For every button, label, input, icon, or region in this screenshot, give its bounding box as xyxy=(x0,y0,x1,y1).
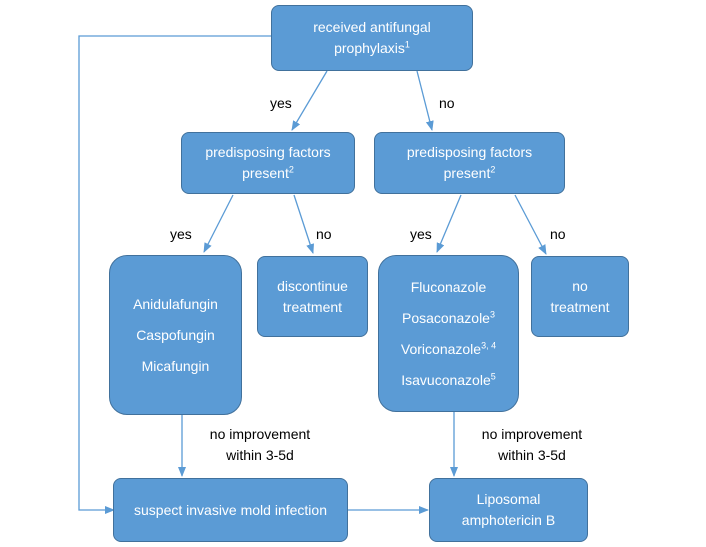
node-right-factors-text: predisposing factors present xyxy=(406,144,533,181)
node-right-factors: predisposing factors present2 xyxy=(374,132,565,194)
label-root-yes: yes xyxy=(270,95,292,111)
label-root-no: no xyxy=(439,95,455,111)
drug-item: Voriconazole3, 4 xyxy=(400,339,497,357)
arrow-root-no xyxy=(416,70,434,131)
node-root: received antifungal prophylaxis1 xyxy=(271,5,473,71)
arrow-root-yes xyxy=(291,70,328,131)
node-discontinue-text: discontinue treatment xyxy=(277,277,348,315)
arrow-root-to-suspect xyxy=(78,35,272,514)
drug-item: Anidulafungin xyxy=(133,295,218,312)
node-discontinue-treatment: discontinue treatment xyxy=(257,256,368,337)
arrow-right-yes xyxy=(436,194,462,253)
label-no-improvement-right: no improvement within 3-5d xyxy=(481,426,583,463)
drug-item: Caspofungin xyxy=(136,326,215,343)
arrow-left-yes xyxy=(203,194,234,253)
node-no-treatment-text: no treatment xyxy=(550,277,610,315)
label-left-yes: yes xyxy=(170,226,192,242)
node-left-factors-text: predisposing factors present xyxy=(205,144,331,181)
node-no-treatment: no treatment xyxy=(531,256,629,337)
drug-item: Fluconazole xyxy=(410,278,487,295)
footnote-marker: 2 xyxy=(490,164,496,175)
label-no-improvement-left: no improvement within 3-5d xyxy=(209,426,311,463)
arrow-left-no xyxy=(293,194,314,254)
node-root-text: received antifungal prophylaxis xyxy=(313,19,431,56)
node-liposomal-amphotericin: Liposomal amphotericin B xyxy=(429,478,588,542)
drug-item: Micafungin xyxy=(141,357,210,374)
node-azoles: Fluconazole Posaconazole3 Voriconazole3,… xyxy=(378,255,519,412)
label-right-yes: yes xyxy=(410,226,432,242)
node-echinocandins: Anidulafungin Caspofungin Micafungin xyxy=(109,255,242,415)
node-suspect-mold-infection: suspect invasive mold infection xyxy=(113,478,348,542)
footnote-marker: 1 xyxy=(404,39,410,50)
label-left-no: no xyxy=(316,226,332,242)
drug-item: Posaconazole3 xyxy=(402,308,495,326)
drug-item: Isavuconazole5 xyxy=(401,370,496,388)
label-right-no: no xyxy=(550,226,566,242)
node-left-factors: predisposing factors present2 xyxy=(181,132,355,194)
footnote-marker: 2 xyxy=(288,164,294,175)
node-amphotericin-text: Liposomal amphotericin B xyxy=(461,491,556,528)
arrow-right-no xyxy=(514,194,547,255)
node-suspect-text: suspect invasive mold infection xyxy=(134,501,327,518)
